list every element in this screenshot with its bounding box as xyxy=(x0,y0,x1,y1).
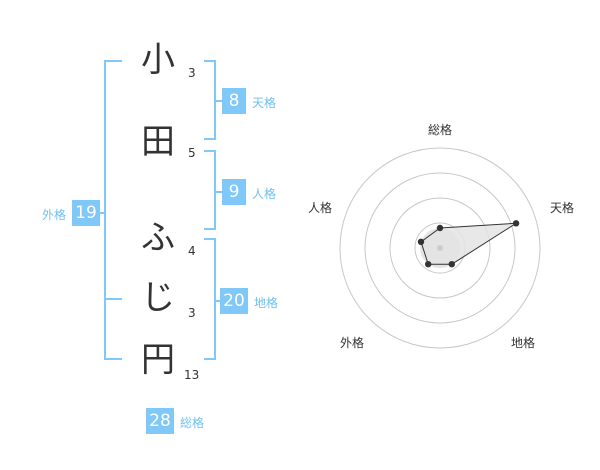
tenkaku-value-badge: 8 xyxy=(222,88,246,114)
jinkaku-value-badge: 9 xyxy=(222,179,246,205)
bracket-line xyxy=(204,228,216,230)
stroke-count: 4 xyxy=(188,244,196,258)
bracket-line xyxy=(214,100,222,102)
bracket-line xyxy=(204,358,216,360)
name-char: 田 xyxy=(141,122,175,162)
stroke-count: 3 xyxy=(188,306,196,320)
radar-ring xyxy=(389,197,491,299)
radar-data-point xyxy=(417,238,425,245)
gaikaku-label: 外格 xyxy=(42,208,67,222)
bracket-line xyxy=(214,238,216,360)
stroke-count: 5 xyxy=(188,146,196,160)
name-char: 円 xyxy=(141,340,175,380)
soukaku-value-badge: 28 xyxy=(146,408,174,434)
radar-data-point xyxy=(512,220,520,227)
bracket-line xyxy=(214,300,222,302)
jinkaku-label: 人格 xyxy=(252,187,277,201)
name-char: ふ xyxy=(141,218,175,258)
radar-axis-label-jinkaku: 人格 xyxy=(308,201,333,215)
bracket-line xyxy=(104,358,122,360)
bracket-line xyxy=(204,138,216,140)
radar-center-point xyxy=(437,245,443,251)
radar-axis-label-chikaku: 地格 xyxy=(511,336,536,350)
stroke-count: 13 xyxy=(184,368,200,382)
gaikaku-value-badge: 19 xyxy=(72,200,100,226)
soukaku-label: 総格 xyxy=(180,416,205,430)
bracket-line xyxy=(204,238,216,240)
bracket-line xyxy=(96,212,105,214)
bracket-line xyxy=(214,150,216,230)
chikaku-label: 地格 xyxy=(254,296,279,310)
radar-axis-label-soukaku: 総格 xyxy=(428,123,453,137)
bracket-line xyxy=(104,298,122,300)
radar-ring xyxy=(364,172,516,324)
bracket-line xyxy=(104,60,106,360)
radar-data-point xyxy=(425,261,432,268)
bracket-line xyxy=(204,60,216,62)
bracket-line xyxy=(104,60,122,62)
name-char: じ xyxy=(141,278,175,318)
tenkaku-label: 天格 xyxy=(252,96,277,110)
radar-data-point xyxy=(436,224,444,232)
radar-axis-label-gaikaku: 外格 xyxy=(340,336,365,350)
bracket-line xyxy=(214,191,222,193)
chikaku-value-badge: 20 xyxy=(220,288,248,314)
bracket-line xyxy=(204,150,216,152)
stroke-count: 3 xyxy=(188,66,196,80)
radar-data-point xyxy=(448,261,455,268)
radar-data-polygon xyxy=(420,222,517,265)
radar-axis-label-tenkaku: 天格 xyxy=(550,201,575,215)
radar-ring xyxy=(339,147,541,349)
name-char: 小 xyxy=(141,40,175,80)
